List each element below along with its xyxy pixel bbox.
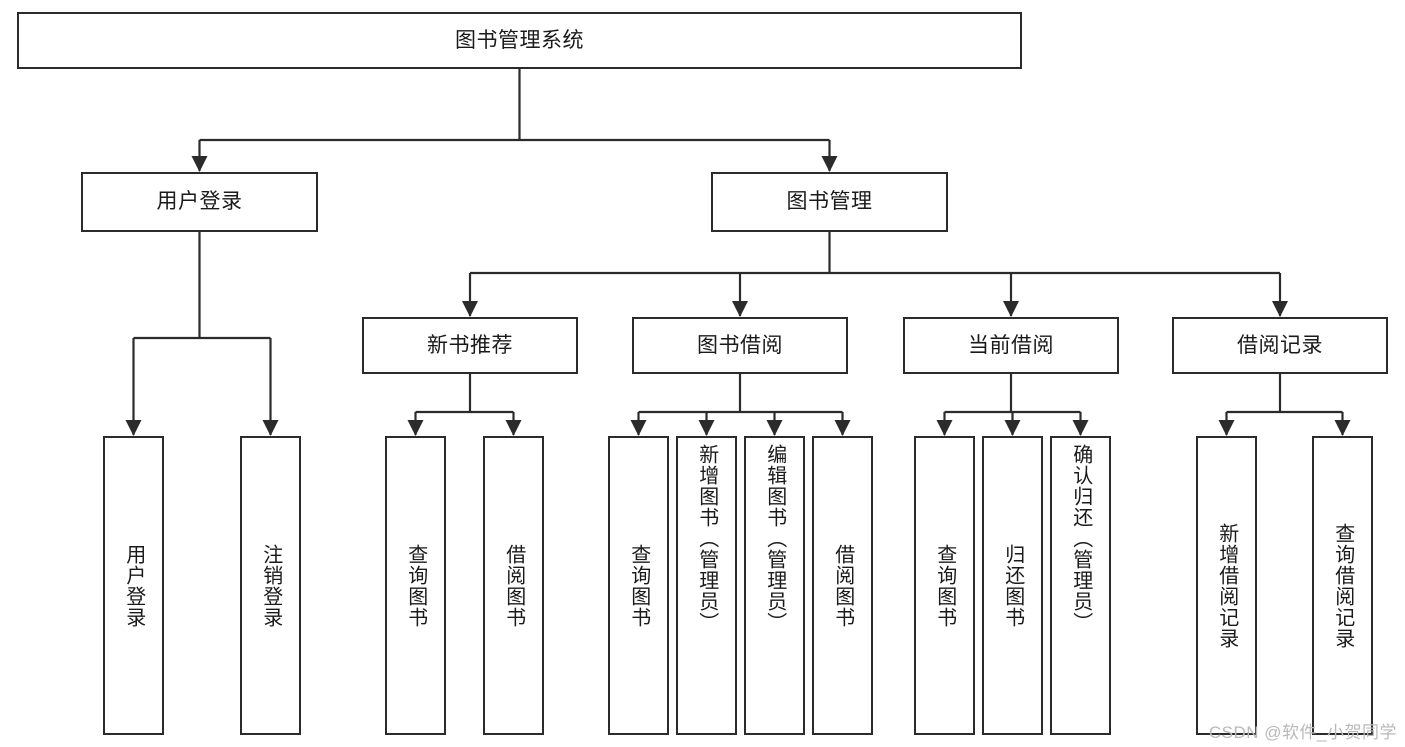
- node-box-l3-rc-add[interactable]: 新增借阅记录: [1196, 436, 1257, 735]
- watermark-label: CSDN @软件_小贺同学: [1208, 723, 1397, 742]
- edge-arrowhead-l3-user-login: [125, 420, 142, 436]
- edge-arrowhead-l2-borrow: [732, 301, 748, 317]
- node-box-l3-rc-query[interactable]: 查询借阅记录: [1312, 436, 1373, 735]
- node-label: 借阅记录: [1237, 333, 1323, 357]
- edge-arrowhead-l3-bo-add: [698, 420, 715, 436]
- node-box-l3-cu-query[interactable]: 查询图书: [914, 436, 975, 735]
- edge-arrowhead-l3-cu-return: [1004, 420, 1021, 436]
- edge-arrowhead-l3-nb-query: [407, 420, 424, 436]
- node-box-l1-login[interactable]: 用户登录: [81, 172, 318, 232]
- node-label: 新书推荐: [427, 333, 513, 357]
- edge-arrowhead-l3-bo-query: [630, 420, 647, 436]
- node-label: 查询图书: [627, 543, 650, 628]
- edge-arrowhead-l1-login: [191, 156, 208, 172]
- edge-arrowhead-l3-bo-borrow: [834, 420, 851, 436]
- node-label: 确认归还（管理员）: [1069, 444, 1092, 633]
- node-box-l2-newbook[interactable]: 新书推荐: [362, 317, 578, 374]
- node-label: 注销登录: [259, 543, 282, 628]
- node-box-l3-user-logout[interactable]: 注销登录: [240, 436, 301, 735]
- node-box-l2-borrow[interactable]: 图书借阅: [632, 317, 848, 374]
- node-box-l3-bo-edit[interactable]: 编辑图书（管理员）: [744, 436, 805, 735]
- node-box-l2-current[interactable]: 当前借阅: [903, 317, 1119, 374]
- edge-arrowhead-l3-nb-borrow: [505, 420, 522, 436]
- node-box-l3-user-login[interactable]: 用户登录: [103, 436, 164, 735]
- node-label: 归还图书: [1001, 543, 1024, 628]
- edge-arrowhead-l3-cu-query: [936, 420, 953, 436]
- node-box-l3-cu-confirm[interactable]: 确认归还（管理员）: [1050, 436, 1111, 735]
- node-label: 新增图书（管理员）: [695, 444, 718, 633]
- node-box-l3-nb-query[interactable]: 查询图书: [385, 436, 446, 735]
- node-label: 借阅图书: [502, 543, 525, 628]
- node-label: 图书借阅: [697, 333, 783, 357]
- edge-arrowhead-l2-current: [1003, 301, 1019, 317]
- node-box-l3-cu-return[interactable]: 归还图书: [982, 436, 1043, 735]
- node-label: 查询图书: [933, 543, 956, 628]
- node-box-l3-nb-borrow[interactable]: 借阅图书: [483, 436, 544, 735]
- node-label: 图书管理: [786, 190, 873, 214]
- node-box-l2-records[interactable]: 借阅记录: [1172, 317, 1388, 374]
- edge-arrowhead-l3-rc-add: [1218, 420, 1235, 436]
- node-label: 用户登录: [156, 190, 243, 214]
- node-label: 用户登录: [122, 543, 145, 628]
- node-box-l1-bookmgmt[interactable]: 图书管理: [711, 172, 948, 232]
- edge-arrowhead-l3-rc-query: [1334, 420, 1351, 436]
- edge-arrowhead-l3-bo-edit: [766, 420, 783, 436]
- node-label: 新增借阅记录: [1215, 522, 1238, 649]
- edge-arrowhead-l2-records: [1272, 301, 1288, 317]
- edge-arrowhead-l3-user-logout: [262, 420, 279, 436]
- node-label: 借阅图书: [831, 543, 854, 628]
- node-box-root[interactable]: 图书管理系统: [17, 12, 1022, 69]
- node-box-l3-bo-add[interactable]: 新增图书（管理员）: [676, 436, 737, 735]
- edge-arrowhead-l3-cu-confirm: [1072, 420, 1089, 436]
- node-label: 查询借阅记录: [1331, 522, 1354, 649]
- node-box-l3-bo-query[interactable]: 查询图书: [608, 436, 669, 735]
- edge-arrowhead-l2-newbook: [462, 301, 478, 317]
- node-box-l3-bo-borrow[interactable]: 借阅图书: [812, 436, 873, 735]
- edge-arrowhead-l1-bookmgmt: [821, 156, 838, 172]
- node-label: 当前借阅: [968, 333, 1054, 357]
- node-label: 编辑图书（管理员）: [763, 444, 786, 633]
- node-label: 图书管理系统: [455, 28, 584, 52]
- node-label: 查询图书: [404, 543, 427, 628]
